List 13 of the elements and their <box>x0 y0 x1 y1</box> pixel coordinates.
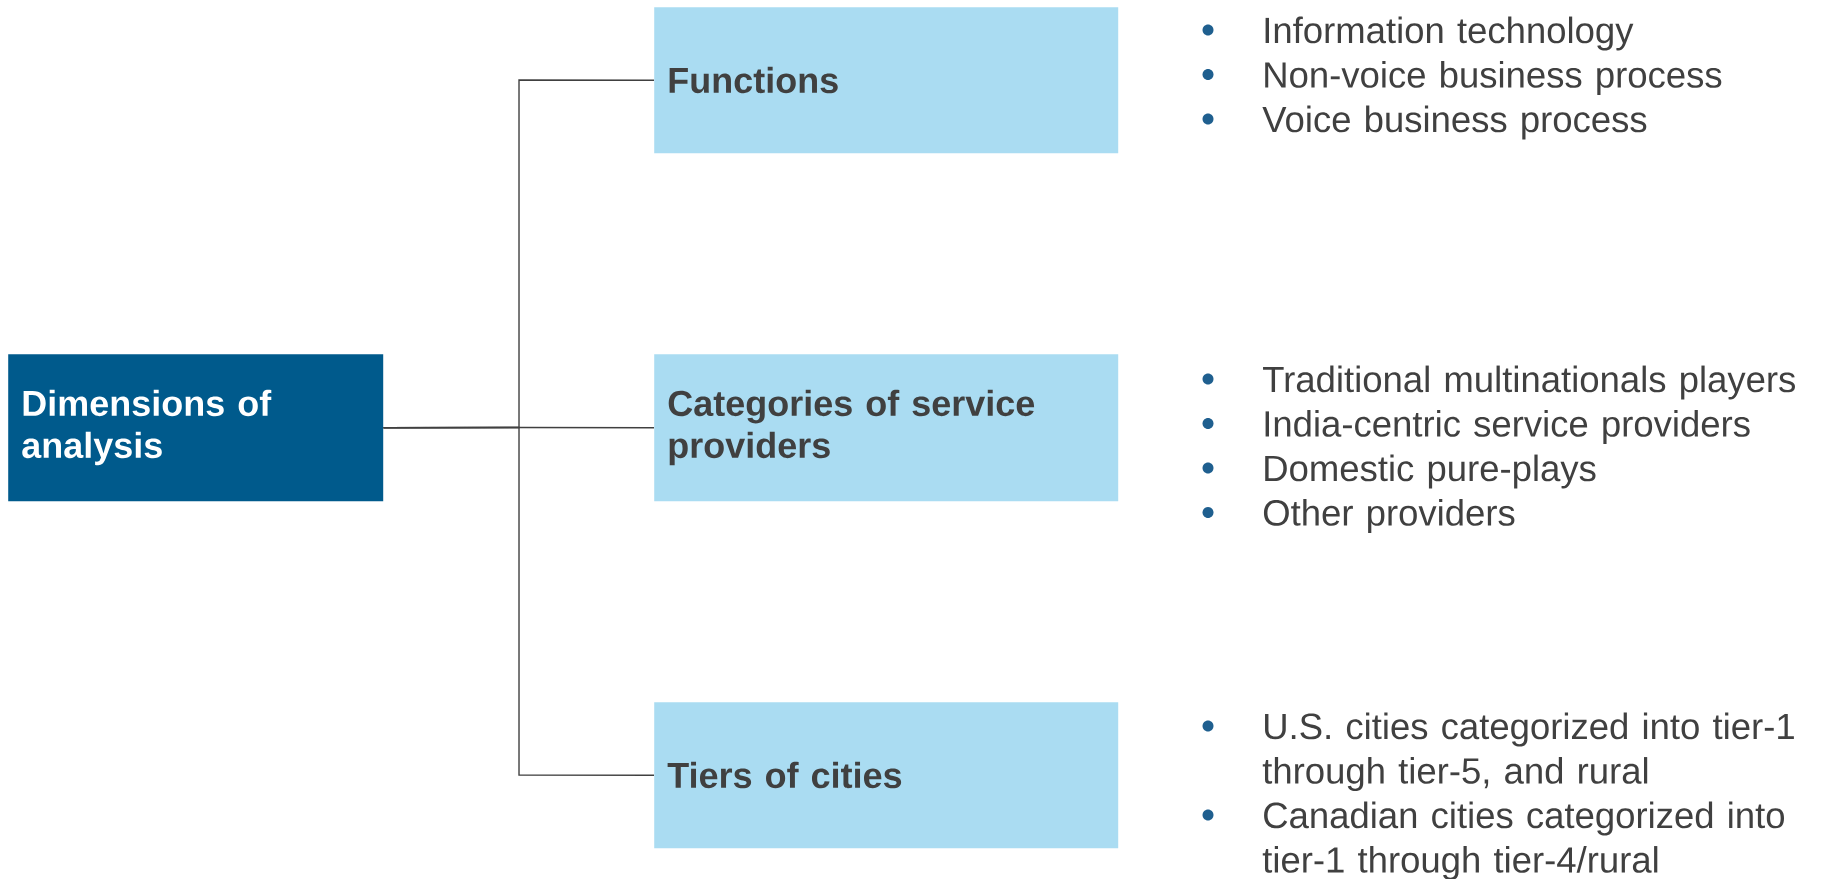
root-box: Dimensions of analysis <box>8 354 384 502</box>
bullet-item: Information technology <box>1202 16 1634 51</box>
category-box: Tiers of cities <box>654 702 1119 849</box>
bullet-item: India-centric service providers <box>1202 410 1750 445</box>
bullet-item: Voice business process <box>1202 105 1647 140</box>
category-box: Categories of service providers <box>654 354 1119 502</box>
bullet-item: Domestic pure-plays <box>1202 454 1596 489</box>
bullet-item: Other providers <box>1202 499 1515 534</box>
connector-line <box>382 426 655 776</box>
category-box: Functions <box>654 7 1119 154</box>
bullet-item: Non-voice business process <box>1202 61 1722 96</box>
bullet-item: U.S. cities categorized into tier-1 through tier-5, and rural <box>1202 712 1794 792</box>
bullet-item: Traditional multinationals players <box>1202 365 1795 400</box>
